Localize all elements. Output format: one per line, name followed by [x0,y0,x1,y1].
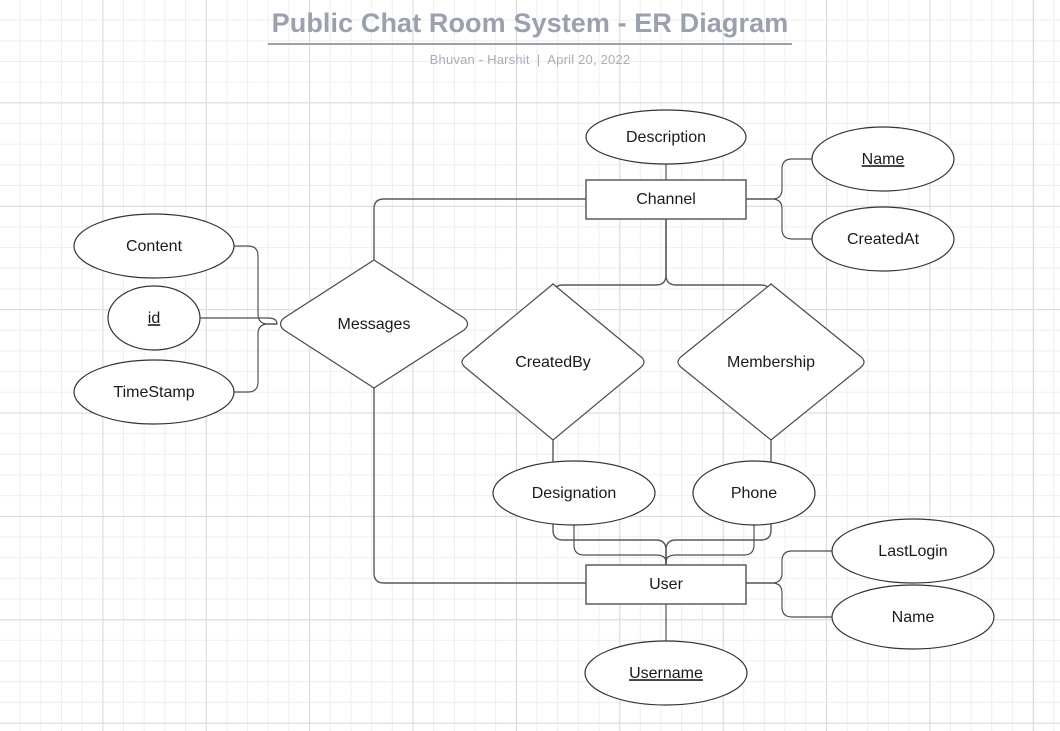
designation-ellipse-shape [492,460,656,526]
user-name-label: Name [892,609,935,626]
attribute-username[interactable]: Username [584,640,748,706]
designation-label: Designation [532,485,617,502]
lastlogin-ellipse-shape [831,518,995,584]
edge-phone-user [665,524,755,566]
messages-diamond-shape [279,259,469,389]
user-label: User [649,576,683,593]
createdby-label: CreatedBy [515,354,591,371]
attribute-description[interactable]: Description [585,109,747,165]
edge-createdat-channel [745,198,813,240]
edge-messages-user [373,387,587,584]
edge-content-messages [233,245,278,325]
message-id-ellipse-shape [107,285,201,351]
attribute-channel-name[interactable]: Name [811,126,955,192]
channel-name-ellipse-shape [811,126,955,192]
username-ellipse-shape [584,640,748,706]
channel-box-shape [585,179,747,220]
page-title: Public Chat Room System - ER Diagram [267,8,793,46]
channel-label: Channel [636,191,696,208]
description-ellipse-shape [585,109,747,165]
edge-designation-user [573,524,667,566]
user-box-shape [585,564,747,605]
attribute-createdat[interactable]: CreatedAt [811,206,955,272]
username-label: Username [629,665,703,682]
phone-ellipse-shape [692,460,816,526]
lastlogin-label: LastLogin [878,543,947,560]
relationship-messages[interactable]: Messages [279,259,469,389]
attribute-message-id[interactable]: id [107,285,201,351]
edge-channel-createdby [552,218,667,296]
membership-label: Membership [727,354,815,371]
message-id-label: id [148,310,160,327]
createdby-diamond-shape [461,283,645,441]
attribute-phone[interactable]: Phone [692,460,816,526]
edge-msgid-messages [199,317,278,325]
entity-channel[interactable]: Channel [585,179,747,220]
diagram-subtitle: Bhuvan - Harshit | April 20, 2022 [0,52,1060,67]
membership-diamond-shape [677,283,865,441]
attribute-user-name[interactable]: Name [831,584,995,650]
edge-timestamp-messages [233,323,278,393]
attribute-timestamp[interactable]: TimeStamp [73,359,235,425]
edge-membership-user [665,439,772,566]
subtitle-separator: | [536,52,541,68]
edge-messages-channel [373,198,587,261]
timestamp-ellipse-shape [73,359,235,425]
diagram-header: Public Chat Room System - ER Diagram Bhu… [0,8,1060,67]
content-label: Content [126,238,183,255]
createdat-ellipse-shape [811,206,955,272]
messages-label: Messages [338,316,411,333]
attribute-designation[interactable]: Designation [492,460,656,526]
timestamp-label: TimeStamp [113,384,194,401]
phone-label: Phone [731,485,777,502]
content-ellipse-shape [73,213,235,279]
user-name-ellipse-shape [831,584,995,650]
relationship-membership[interactable]: Membership [677,283,865,441]
entity-user[interactable]: User [585,564,747,605]
description-label: Description [626,129,706,146]
attribute-lastlogin[interactable]: LastLogin [831,518,995,584]
createdat-label: CreatedAt [847,231,920,248]
edge-channelname-channel [745,158,813,200]
edge-username-attr-user [745,582,833,618]
edge-lastlogin-user [745,550,833,584]
relationship-createdby[interactable]: CreatedBy [461,283,645,441]
edge-channel-membership [665,218,772,296]
channel-name-label: Name [862,151,905,168]
edge-createdby-user [552,439,667,566]
attribute-content[interactable]: Content [73,213,235,279]
diagram-authors: Bhuvan - Harshit [429,52,530,68]
diagram-date: April 20, 2022 [547,52,631,68]
